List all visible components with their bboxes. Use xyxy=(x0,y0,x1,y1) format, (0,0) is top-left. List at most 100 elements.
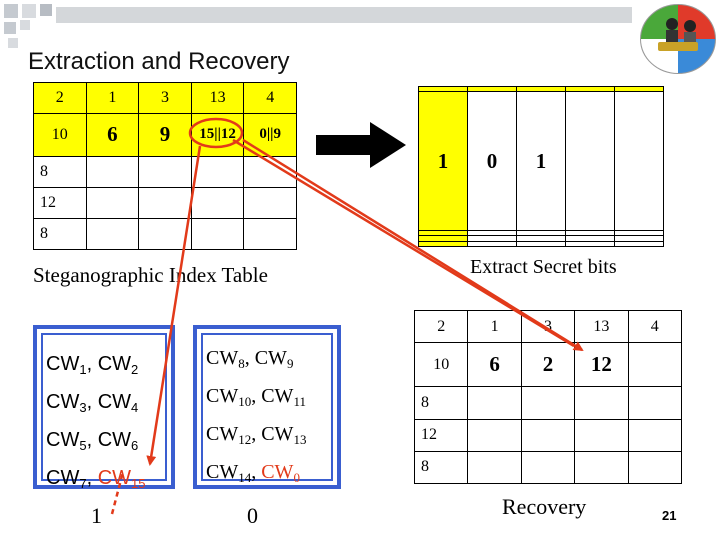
table-cell: 0||9 xyxy=(243,113,297,157)
table-cell: 1 xyxy=(85,81,140,115)
codeword-text: CW xyxy=(97,467,132,489)
codeword-group-2-bit: 0 xyxy=(247,503,258,528)
codeword-text: CW xyxy=(46,467,80,489)
table-cell: 6 xyxy=(85,113,140,157)
recovery-caption: Recovery xyxy=(502,494,587,519)
arrow-to-recovery xyxy=(242,138,584,352)
arrow-to-secret-bit xyxy=(232,138,575,348)
codeword-group-1-bit: 1 xyxy=(91,503,102,528)
codeword-text: 9 xyxy=(286,356,294,371)
codeword-highlight: CW2 xyxy=(97,353,139,377)
codeword-text: CW xyxy=(206,385,239,407)
codeword-text: CW xyxy=(46,429,80,451)
codeword-text: CW xyxy=(97,429,132,451)
table-cell xyxy=(138,155,192,188)
decor-square xyxy=(4,4,18,18)
index-table-caption: Steganographic Index Table xyxy=(33,263,268,287)
arrow-secret-to-index xyxy=(240,142,600,150)
codeword-highlight: CW15 xyxy=(97,467,146,491)
table-row: 8 xyxy=(33,155,297,188)
highlight-circle xyxy=(188,117,244,149)
codeword-text: CW xyxy=(206,461,239,483)
codeword-text: 10 xyxy=(238,394,252,409)
codeword-text: 2 xyxy=(131,362,139,377)
table-cell: 4 xyxy=(243,81,297,115)
table-cell xyxy=(574,418,629,452)
table-row: 8 xyxy=(33,217,297,251)
codeword-text: 15 xyxy=(131,476,146,491)
table-cell: 8 xyxy=(413,386,469,420)
table-cell xyxy=(627,342,683,388)
codeword-line: CW3, CW4 xyxy=(46,391,139,415)
codeword-text: 12 xyxy=(238,432,252,447)
codeword-text: 13 xyxy=(293,432,307,447)
codeword-text: 14 xyxy=(238,470,252,485)
codeword-highlight: CW0 xyxy=(261,461,300,485)
table-cell xyxy=(85,186,140,219)
codeword-highlight: CW11 xyxy=(261,385,306,409)
table-cell xyxy=(85,155,140,188)
table-cell: 13 xyxy=(190,81,245,115)
codeword-line: CW1, CW2 xyxy=(46,353,139,377)
codeword-text: CW xyxy=(97,353,132,375)
table-cell: 8 xyxy=(33,217,87,251)
header-bar xyxy=(56,7,632,23)
codeword-highlight: CW9 xyxy=(255,347,294,371)
codeword-text: CW xyxy=(261,461,294,483)
decor-square xyxy=(4,22,16,34)
table-cell xyxy=(565,91,615,231)
table-cell xyxy=(520,450,576,485)
right-arrow-icon xyxy=(316,122,406,168)
codeword-highlight: CW13 xyxy=(261,423,307,447)
decor-square xyxy=(8,38,18,48)
table-cell xyxy=(190,217,245,251)
codeword-line: CW12, CW13 xyxy=(206,423,307,447)
table-row xyxy=(418,240,664,248)
table-cell: 2 xyxy=(33,81,87,115)
codeword-highlight: CW6 xyxy=(97,429,139,453)
codeword-text: CW xyxy=(46,353,80,375)
decor-square xyxy=(40,4,52,16)
logo-icon xyxy=(640,4,716,74)
codeword-text: CW xyxy=(97,391,132,413)
codeword-text: 3 xyxy=(79,400,87,415)
dashed-bit-link xyxy=(110,471,125,515)
decor-square xyxy=(20,20,30,30)
table-cell: 4 xyxy=(627,309,683,344)
codeword-highlight: CW4 xyxy=(97,391,139,415)
table-cell xyxy=(627,450,683,485)
table-cell: 13 xyxy=(574,309,629,344)
table-cell xyxy=(85,217,140,251)
table-cell xyxy=(574,450,629,485)
codeword-text: 11 xyxy=(293,394,306,409)
table-cell xyxy=(614,85,664,93)
table-cell xyxy=(627,418,683,452)
table-cell: 10 xyxy=(33,113,87,157)
codeword-line: CW7, CW15 xyxy=(46,467,146,491)
table-cell: 1 xyxy=(516,91,566,231)
codeword-text: 5 xyxy=(79,438,87,453)
table-cell xyxy=(614,91,664,231)
codeword-line: CW5, CW6 xyxy=(46,429,139,453)
codeword-group-2-box xyxy=(193,325,341,489)
table-cell: 12 xyxy=(413,418,469,452)
codeword-text: 7 xyxy=(79,476,87,491)
table-row: 8 xyxy=(413,386,683,420)
arrow-to-cw15 xyxy=(146,145,202,466)
page-number: 21 xyxy=(662,508,677,523)
codeword-text: CW xyxy=(206,347,239,369)
table-cell: 12 xyxy=(33,186,87,219)
codeword-line: CW10, CW11 xyxy=(206,385,306,409)
table-cell: 6 xyxy=(467,342,522,388)
table-row: 8 xyxy=(413,450,683,485)
table-cell xyxy=(138,217,192,251)
codeword-text: 8 xyxy=(238,356,245,371)
